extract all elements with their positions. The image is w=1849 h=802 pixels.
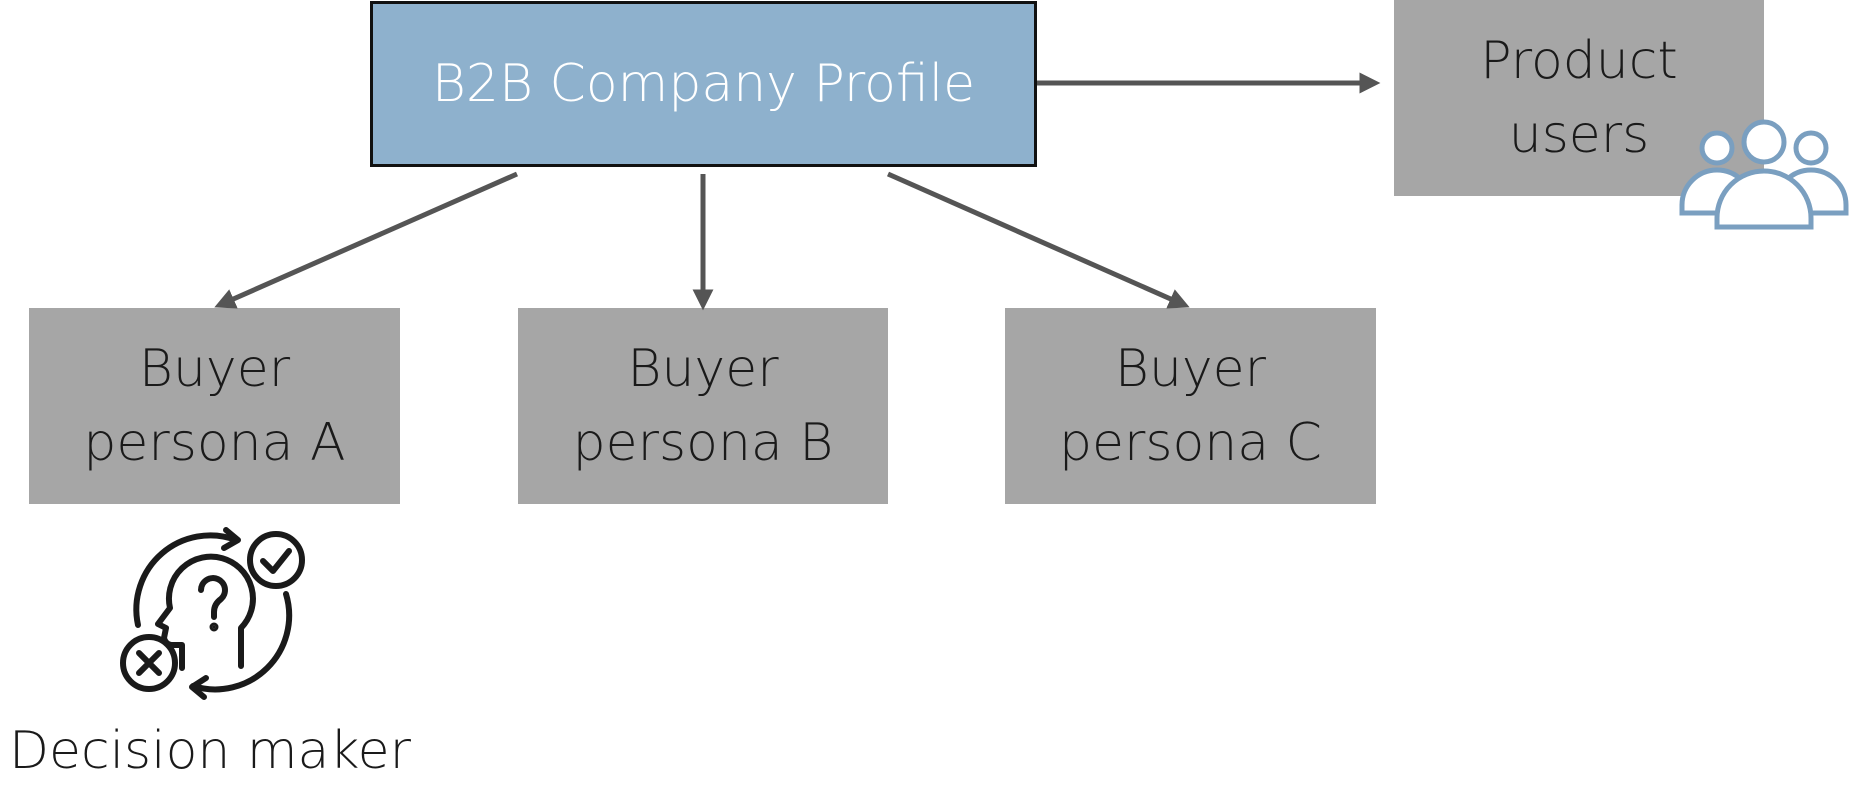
persona-c-box: Buyer persona C [1005,308,1376,504]
decision-maker-caption: Decision maker [8,721,412,781]
arrow-to-persona-c [886,171,1190,309]
people-group-icon [1679,119,1849,230]
company-profile-box: B2B Company Profile [370,1,1037,167]
persona-a-box-fill [29,308,400,504]
company-profile-box-fill [370,1,1037,167]
product-users-label: Product users [1480,31,1678,165]
product-users-box-fill [1394,0,1764,196]
persona-b-box: Buyer persona B [518,308,888,504]
persona-a-box: Buyer persona A [29,308,400,504]
persona-c-box-fill [1005,308,1376,504]
arrow-to-persona-a [214,171,519,309]
persona-b-label: Buyer persona B [572,339,834,473]
persona-a-label: Buyer persona A [83,339,346,473]
product-users-box: Product users [1394,0,1764,196]
persona-b-box-fill [518,308,888,504]
company-profile-label: B2B Company Profile [431,54,976,114]
persona-c-label: Buyer persona C [1059,339,1322,473]
decision-maker-icon [120,527,305,700]
